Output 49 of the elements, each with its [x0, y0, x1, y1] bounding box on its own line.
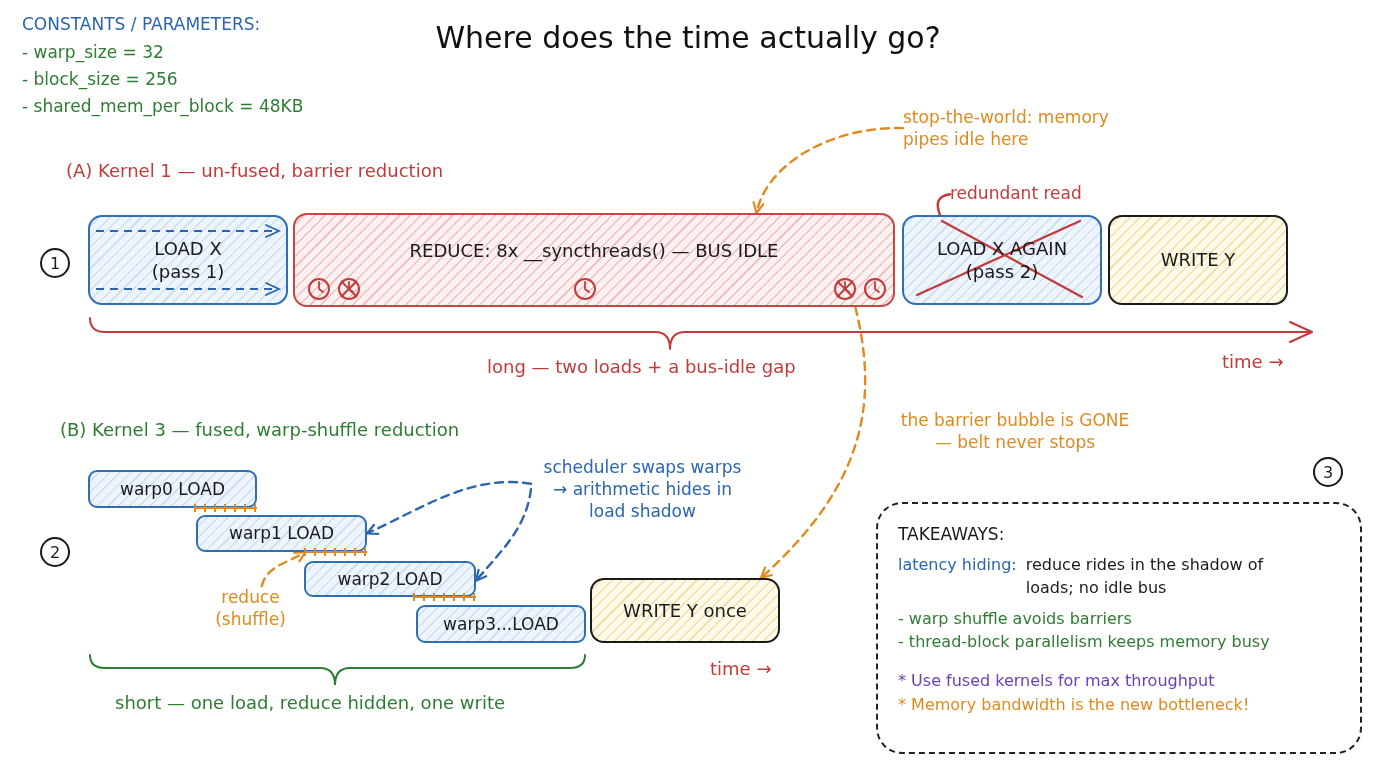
box-label: warp0 LOAD [120, 477, 225, 501]
crossed-out-load-box [902, 215, 1102, 305]
brace-caption: short — one load, reduce hidden, one write [115, 692, 506, 713]
bullet-text: * Memory bandwidth is the new bottleneck! [898, 693, 1250, 716]
step-number: 2 [40, 537, 70, 567]
write-box [1108, 215, 1288, 305]
box-label: WRITE Y once [623, 598, 747, 623]
annotation-text: redundant read [950, 182, 1120, 205]
warp-load-box [304, 561, 476, 597]
bullet-text: - thread-block parallelism keeps memory busy [898, 631, 1270, 654]
step-number: 3 [1313, 457, 1343, 487]
box-label: LOAD X (pass 1) [150, 236, 226, 284]
dashed-arrow [759, 305, 867, 580]
title: Where does the time actually go? [435, 20, 941, 55]
panel-heading: TAKEAWAYS: [898, 523, 1005, 546]
annotation-text: reduce (shuffle) [200, 586, 295, 631]
parameter-line: - warp_size = 32 [22, 42, 164, 62]
box-label: WRITE Y [1160, 248, 1236, 272]
dashed-arrow [753, 126, 905, 215]
warp-load-box [88, 470, 257, 508]
box-label: warp3...LOAD [443, 612, 559, 636]
takeaways-panel [876, 502, 1362, 754]
note-term: latency hiding: [898, 553, 1017, 576]
parameters-heading: CONSTANTS / PARAMETERS: [22, 14, 261, 34]
section-heading: (A) Kernel 1 — un-fused, barrier reduction [66, 160, 444, 181]
parameter-line: - block_size = 256 [22, 69, 178, 89]
write-box [590, 578, 780, 643]
box-label: warp1 LOAD [229, 522, 334, 545]
warp-load-box [196, 515, 367, 552]
annotation-text: scheduler swaps warps → arithmetic hides in load shadow [531, 456, 748, 523]
box-label: REDUCE: 8x __syncthreads() — BUS IDLE [409, 239, 779, 263]
step-number: 1 [40, 248, 70, 278]
brace-caption: long — two loads + a bus-idle gap [487, 356, 796, 377]
parameter-line: - shared_mem_per_block = 48KB [22, 96, 304, 116]
reduce-box [293, 213, 895, 307]
annotation-text: stop-the-world: memory pipes idle here [903, 106, 1138, 151]
bullet-text: - warp shuffle avoids barriers [898, 608, 1132, 630]
load-box [88, 215, 288, 305]
warp-load-box [416, 605, 586, 643]
dashed-arrow [365, 481, 533, 535]
dashed-arrow [260, 550, 307, 588]
section-heading: (B) Kernel 3 — fused, warp-shuffle reduction [60, 419, 460, 440]
axis-label: time → [710, 658, 772, 679]
box-label: warp2 LOAD [337, 567, 443, 591]
axis-label: time → [1222, 351, 1284, 372]
note-text: reduce rides in the shadow of loads; no idle bus [1025, 553, 1265, 599]
leader-line [936, 193, 952, 217]
dashed-arrow [474, 487, 533, 582]
bullet-text: * Use fused kernels for max throughput [898, 670, 1215, 693]
